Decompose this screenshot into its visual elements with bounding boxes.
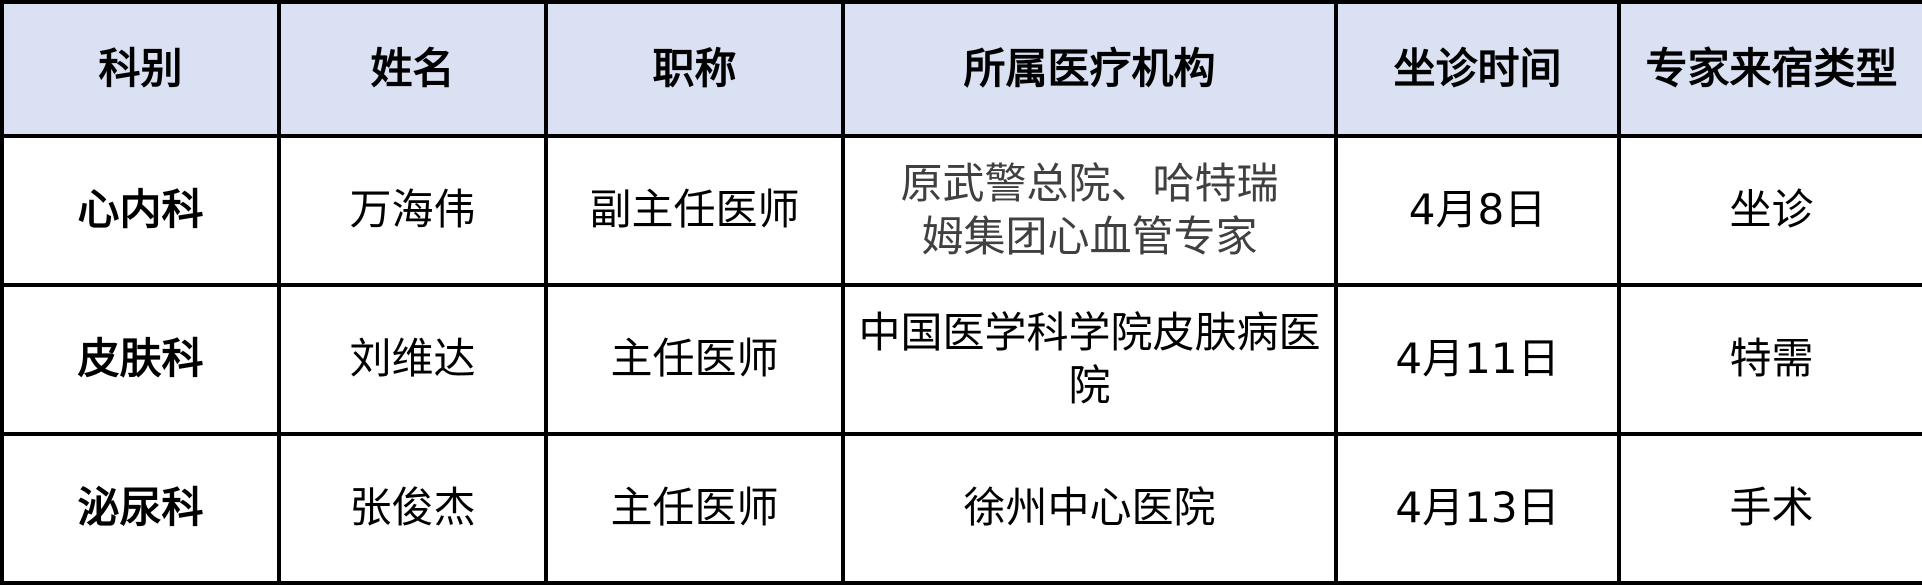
cell-title: 主任医师: [544, 432, 845, 585]
table-row: 泌尿科 张俊杰 主任医师 徐州中心医院 4月13日 手术: [0, 432, 1922, 585]
column-header-type: 专家来宿类型: [1617, 0, 1922, 138]
cell-date: 4月11日: [1334, 283, 1621, 436]
table-header-row: 科别 姓名 职称 所属医疗机构 坐诊时间 专家来宿类型: [0, 0, 1922, 138]
column-header-department: 科别: [0, 0, 281, 138]
cell-department: 心内科: [0, 134, 281, 287]
table-row: 皮肤科 刘维达 主任医师 中国医学科学院皮肤病医院 4月11日 特需: [0, 283, 1922, 436]
column-header-name: 姓名: [277, 0, 548, 138]
cell-name: 张俊杰: [277, 432, 548, 585]
cell-name: 万海伟: [277, 134, 548, 287]
column-header-institution: 所属医疗机构: [841, 0, 1338, 138]
column-header-date: 坐诊时间: [1334, 0, 1621, 138]
cell-type: 手术: [1617, 432, 1922, 585]
column-header-title: 职称: [544, 0, 845, 138]
cell-date: 4月8日: [1334, 134, 1621, 287]
cell-title: 副主任医师: [544, 134, 845, 287]
cell-name: 刘维达: [277, 283, 548, 436]
cell-type: 坐诊: [1617, 134, 1922, 287]
cell-institution: 徐州中心医院: [841, 432, 1338, 585]
cell-type: 特需: [1617, 283, 1922, 436]
cell-date: 4月13日: [1334, 432, 1621, 585]
cell-institution: 原武警总院、哈特瑞姆集团心血管专家: [841, 134, 1338, 287]
cell-title: 主任医师: [544, 283, 845, 436]
cell-institution: 中国医学科学院皮肤病医院: [841, 283, 1338, 436]
cell-department: 皮肤科: [0, 283, 281, 436]
table-row: 心内科 万海伟 副主任医师 原武警总院、哈特瑞姆集团心血管专家 4月8日 坐诊: [0, 134, 1922, 287]
cell-department: 泌尿科: [0, 432, 281, 585]
